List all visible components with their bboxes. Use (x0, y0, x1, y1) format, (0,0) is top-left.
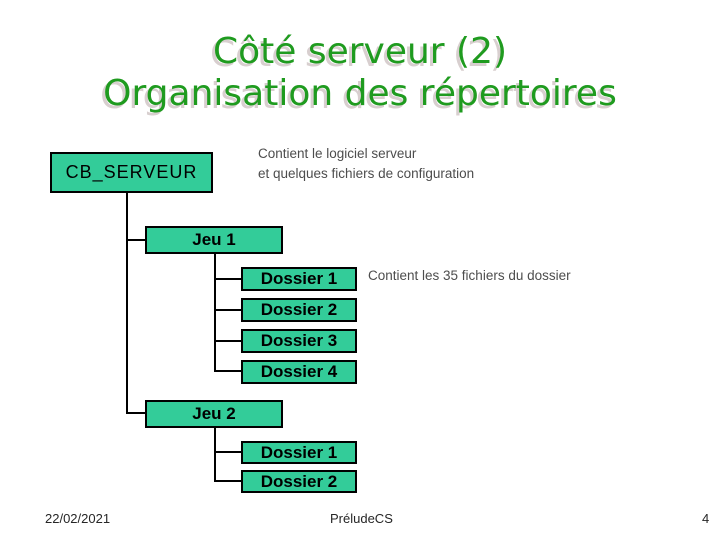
node-jeu1-dossier-4: Dossier 4 (241, 360, 357, 384)
connector-branch-jeu2 (126, 412, 145, 414)
annotation-dossier-1: Contient les 35 fichiers du dossier (368, 268, 571, 283)
node-jeu1-dossier-1: Dossier 1 (241, 267, 357, 291)
node-jeu-1: Jeu 1 (145, 226, 283, 254)
title-line-1: Côté serveur (2) (212, 31, 508, 72)
node-cb-serveur: CB_SERVEUR (50, 152, 213, 193)
annotation-cb-serveur-line1: Contient le logiciel serveur (258, 146, 417, 161)
node-jeu2-dossier-2-label: Dossier 2 (260, 471, 338, 491)
annotation-cb-serveur: Contient le logiciel serveur et quelques… (258, 144, 474, 184)
connector-branch-jeu1 (126, 239, 145, 241)
node-jeu2-dossier-1-label: Dossier 1 (260, 442, 338, 462)
connector-branch-jeu1-dossier4 (214, 370, 241, 372)
connector-branch-jeu1-dossier2 (214, 309, 241, 311)
connector-jeu1-vertical (214, 254, 216, 372)
node-jeu-1-label: Jeu 1 (192, 230, 236, 249)
title-line-2: Organisation des répertoires (103, 73, 617, 114)
connector-branch-jeu1-dossier1 (214, 278, 241, 280)
node-jeu1-dossier-2-label: Dossier 2 (260, 300, 338, 319)
node-jeu1-dossier-4-label: Dossier 4 (260, 362, 338, 381)
annotation-cb-serveur-line2: et quelques fichiers de configuration (258, 166, 475, 181)
node-jeu1-dossier-2: Dossier 2 (241, 298, 357, 322)
slide-title: Côté serveur (2) Organisation des répert… (0, 31, 720, 115)
connector-branch-jeu2-dossier1 (214, 451, 241, 453)
connector-branch-jeu1-dossier3 (214, 340, 241, 342)
footer-app-name: PréludeCS (330, 511, 393, 526)
node-jeu1-dossier-3: Dossier 3 (241, 329, 357, 353)
footer-page-number: 4 (702, 511, 710, 526)
connector-branch-jeu2-dossier2 (214, 480, 241, 482)
node-cb-serveur-label: CB_SERVEUR (65, 162, 198, 182)
node-jeu-2-label: Jeu 2 (192, 404, 236, 423)
connector-root-vertical (126, 193, 128, 414)
node-jeu-2: Jeu 2 (145, 400, 283, 428)
node-jeu2-dossier-1: Dossier 1 (241, 441, 357, 464)
footer-date: 22/02/2021 (45, 511, 111, 526)
node-jeu1-dossier-3-label: Dossier 3 (260, 331, 338, 350)
node-jeu1-dossier-1-label: Dossier 1 (260, 269, 338, 288)
connector-jeu2-vertical (214, 428, 216, 482)
node-jeu2-dossier-2: Dossier 2 (241, 470, 357, 493)
